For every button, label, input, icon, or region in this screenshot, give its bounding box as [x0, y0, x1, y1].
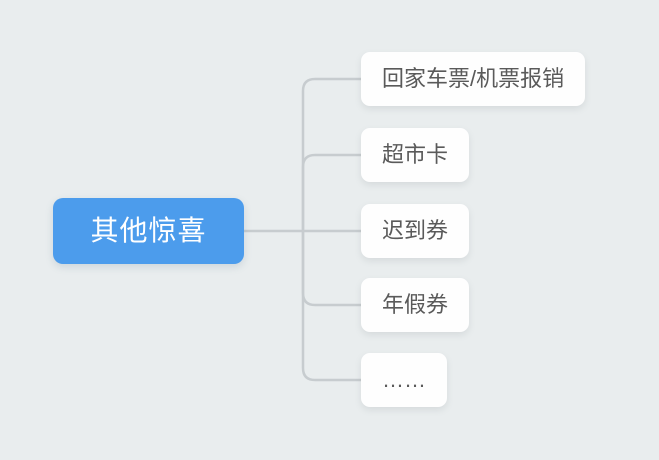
child-node-annual-leave-coupon[interactable]: 年假券	[361, 278, 470, 332]
child-node-late-coupon[interactable]: 迟到券	[361, 204, 470, 258]
connector-root-to-child-5	[301, 229, 363, 382]
connector-root-to-child-2	[301, 153, 363, 233]
child-node-supermarket-card[interactable]: 超市卡	[361, 128, 470, 182]
connector-root-to-child-1	[301, 77, 363, 233]
child-node-ellipsis[interactable]: ……	[361, 353, 447, 407]
root-node-other-surprises[interactable]: 其他惊喜	[53, 198, 244, 264]
connector-root-to-child-4	[301, 229, 363, 307]
child-node-ticket-reimbursement[interactable]: 回家车票/机票报销	[361, 52, 586, 106]
